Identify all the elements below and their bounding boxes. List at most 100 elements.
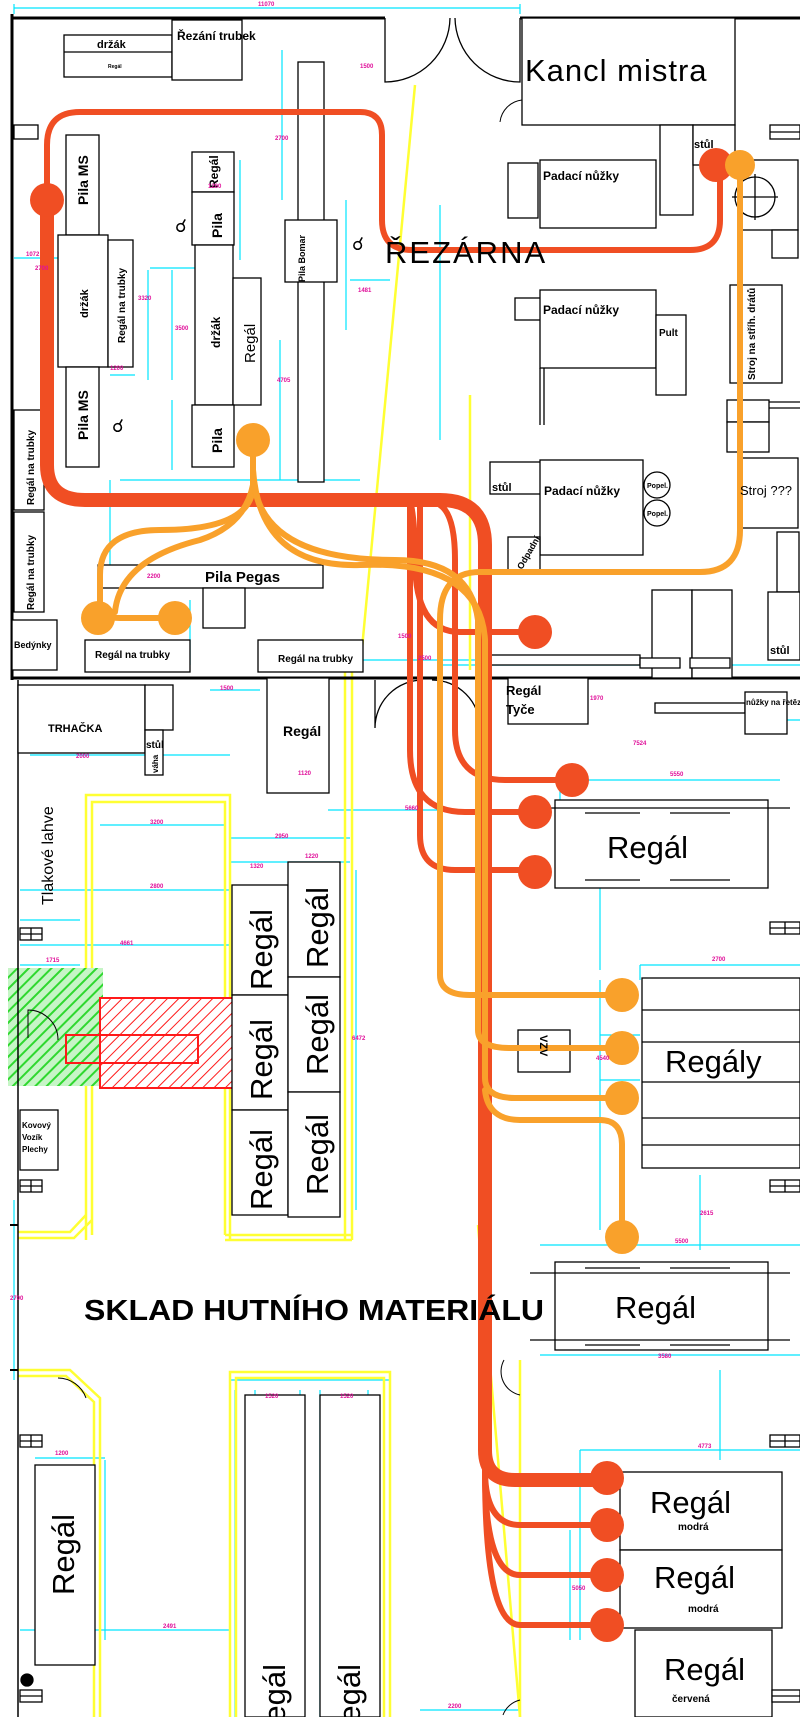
label-drzak-left: držák <box>79 288 91 318</box>
dim-label: 3320 <box>138 296 152 302</box>
label-pila-pegas: Pila Pegas <box>205 569 280 586</box>
label-regal-na-trubky-b2: Regál na trubky <box>278 654 353 665</box>
dim-label: 1320 <box>250 864 264 870</box>
label-regal-v5: Regál <box>300 994 335 1075</box>
label-regal-modra-2: Regál <box>654 1560 735 1595</box>
label-regal-bottom-2: Regál <box>332 1664 367 1717</box>
label-stul-4: stůl <box>146 739 164 751</box>
label-modra-1: modrá <box>678 1522 709 1533</box>
label-regal-mid: Regál <box>283 723 321 739</box>
label-cervena: červená <box>672 1694 710 1705</box>
label-nuzky-retezy: nůžky na řetězy <box>746 698 800 707</box>
svg-text:☌: ☌ <box>352 234 364 254</box>
node-orange <box>81 601 115 635</box>
dim-label: 1200 <box>55 1451 69 1457</box>
label-padaci-nuzky-1: Padací nůžky <box>543 169 619 183</box>
label-regal-na-trubky-b1: Regál na trubky <box>95 650 170 661</box>
dim-label: 2700 <box>35 266 49 272</box>
dim-label: 7524 <box>633 741 647 747</box>
label-padaci-nuzky-2: Padací nůžky <box>543 303 619 317</box>
dim-label: 4773 <box>698 1444 712 1450</box>
label-rezani-trubek: Řezání trubek <box>177 28 256 43</box>
dim-label: 2500 <box>418 656 432 662</box>
dim-label: 2800 <box>150 884 164 890</box>
label-regal-bottom-left: Regál <box>46 1514 81 1595</box>
label-regal-center-2: Regál <box>242 324 259 363</box>
label-pult: Pult <box>659 328 679 339</box>
label-regal-na-trubky-vertical: Regál na trubky <box>117 268 128 343</box>
node-red <box>590 1508 624 1542</box>
dim-label: 3500 <box>175 326 189 332</box>
node-red <box>518 795 552 829</box>
label-stul-top: stůl <box>694 139 714 151</box>
dim-label: 1220 <box>305 854 319 860</box>
dim-label: 2700 <box>712 957 726 963</box>
label-regal-v3: Regál <box>244 1129 279 1210</box>
red-hatched-zone <box>99 997 234 1089</box>
label-kancl-mistra: Kancl mistra <box>525 53 708 88</box>
dim-label: 1520 <box>340 1394 354 1400</box>
dimension-labels: 11070 2700 1500 1200 3320 3500 2700 1200… <box>10 2 726 1710</box>
dim-label: 4705 <box>277 378 291 384</box>
label-padaci-nuzky-3: Padací nůžky <box>544 484 620 498</box>
label-sklad: SKLAD HUTNÍHO MATERIÁLU <box>84 1293 544 1327</box>
dim-label: 2200 <box>147 574 161 580</box>
dim-label: 1500 <box>220 686 234 692</box>
svg-text:☌: ☌ <box>175 216 187 236</box>
label-tlakove-lahve: Tlakové lahve <box>40 806 57 905</box>
label-vaha: váha <box>151 754 160 773</box>
node-orange <box>605 1081 639 1115</box>
node-orange <box>605 978 639 1012</box>
svg-text:☌: ☌ <box>112 416 124 436</box>
label-regal-na-trubky-l1: Regál na trubky <box>26 430 37 505</box>
label-stul-3: stůl <box>770 645 790 657</box>
route-nodes <box>30 148 755 1642</box>
dim-label: 2200 <box>448 1704 462 1710</box>
label-regal-tyce-2: Tyče <box>506 702 535 717</box>
label-kovovy-vozik-1: Kovový <box>22 1121 51 1130</box>
label-rezarna: ŘEZÁRNA <box>385 235 547 270</box>
label-pila-ms-2: Pila MS <box>75 390 91 440</box>
dim-label: 1120 <box>298 771 312 777</box>
node-red <box>590 1461 624 1495</box>
label-modra-2: modrá <box>688 1604 719 1615</box>
dim-label: 2615 <box>700 1211 714 1217</box>
dim-label: 1520 <box>265 1394 279 1400</box>
plan-labels: držák Regál Řezání trubek Kancl mistra s… <box>14 28 800 1717</box>
dim-label: 5550 <box>670 772 684 778</box>
routes <box>40 109 743 1628</box>
label-kovovy-vozik-2: Vozík <box>22 1133 43 1142</box>
node-red <box>590 1608 624 1642</box>
node-red <box>699 148 733 182</box>
node-red <box>518 615 552 649</box>
node-orange <box>158 601 192 635</box>
label-kovovy-vozik-3: Plechy <box>22 1145 48 1154</box>
label-regal-small-top: Regál <box>108 64 122 70</box>
dim-label: 5050 <box>572 1586 586 1592</box>
dim-label: 1970 <box>590 696 604 702</box>
dim-label: 1715 <box>46 958 60 964</box>
red-zone-inner <box>65 1034 199 1064</box>
dim-label: 1500 <box>398 634 412 640</box>
label-pila-ms-1: Pila MS <box>75 155 91 205</box>
node-red <box>518 855 552 889</box>
label-regal-tyce-1: Regál <box>506 683 541 698</box>
dim-label: 3200 <box>150 820 164 826</box>
label-drzak-center: držák <box>209 316 223 348</box>
dim-label: 2700 <box>10 1296 24 1302</box>
label-regal-v6: Regál <box>300 1114 335 1195</box>
dim-label: 6472 <box>352 1036 366 1042</box>
node-red <box>30 183 64 217</box>
label-pila-bomar: Pila Bomar <box>297 234 307 282</box>
dim-label: 1200 <box>110 366 124 372</box>
label-stroj-strih: Stroj na stříh. drátů <box>746 288 758 380</box>
label-bednky: Bedýnky <box>14 640 52 650</box>
dim-label: 1500 <box>360 64 374 70</box>
dim-label: 4540 <box>596 1056 610 1062</box>
dim-label: 5660 <box>405 806 419 812</box>
node-red <box>590 1558 624 1592</box>
label-vzv: VZV <box>537 1035 549 1057</box>
label-drzak-top: držák <box>97 39 127 51</box>
label-regal-v1: Regál <box>244 909 279 990</box>
dim-label: 1072 <box>26 252 40 258</box>
